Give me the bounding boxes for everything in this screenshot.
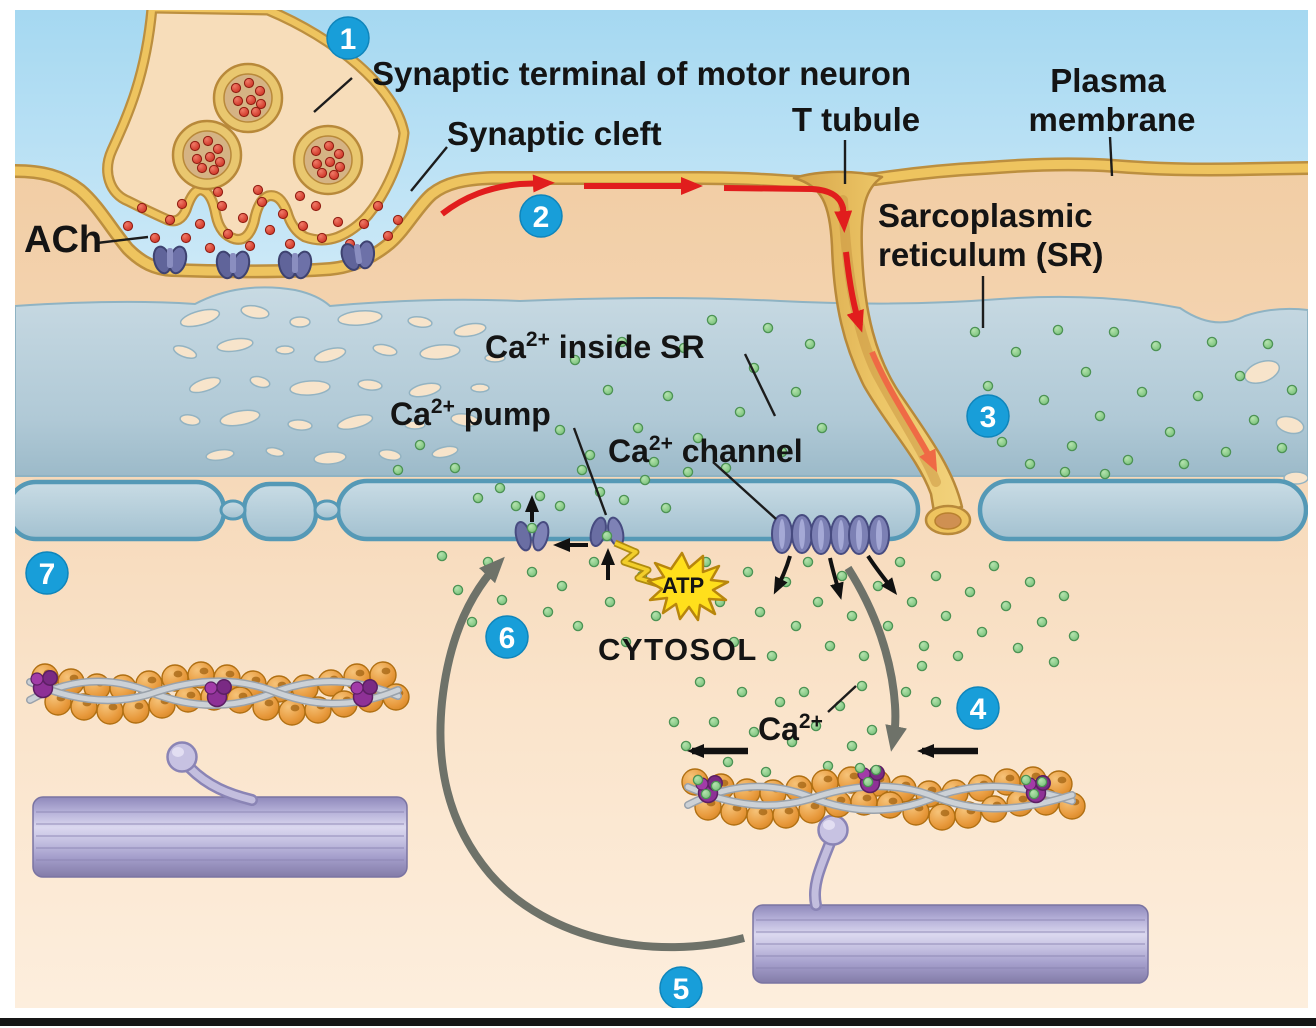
step-badge-6: 6 (485, 615, 529, 659)
calcium-pumps (514, 495, 625, 580)
synaptic-vesicle (292, 124, 364, 196)
label-ca-channel: Ca2+ channel (608, 432, 803, 469)
sr-fenestrations (172, 304, 1309, 485)
cycle-arrows (436, 556, 907, 952)
atp-starburst-icon (646, 551, 730, 622)
label-plasma-membrane-line2: membrane (1029, 101, 1196, 138)
leader-synaptic-terminal (313, 77, 353, 113)
sarcoplasmic-reticulum (5, 286, 1309, 542)
label-ca-pump: Ca2+ pump (390, 395, 551, 432)
label-sarcoplasmic-reticulum-line2: reticulum (SR) (878, 236, 1104, 273)
calcium-pump (514, 521, 550, 552)
label-ca-cytosol: Ca2+ (758, 710, 823, 747)
label-ach: ACh (24, 219, 102, 261)
atp-energy: ATP (613, 539, 730, 622)
svg-text:7: 7 (39, 558, 56, 591)
svg-text:5: 5 (673, 973, 690, 1006)
myofilaments-relaxed (26, 661, 410, 878)
atp-label: ATP (662, 573, 704, 598)
calcium-to-filament-arrow (844, 565, 907, 752)
actin-thin-filament (681, 762, 1086, 831)
leader-ca-cytosol (827, 685, 857, 713)
myosin-thick-filament (32, 796, 408, 878)
pump-transport-arrows (525, 495, 615, 580)
calcium-pump (589, 516, 625, 547)
svg-text:1: 1 (340, 23, 357, 56)
step-badges: 1 2 3 4 5 6 7 (25, 16, 1010, 1010)
svg-text:6: 6 (499, 622, 516, 655)
channel-release-arrows (773, 554, 898, 600)
myofilaments-contracting (681, 744, 1149, 984)
annotation-labels: Synaptic terminal of motor neuron Synapt… (24, 55, 1195, 747)
recycle-arrow (436, 556, 745, 952)
bottom-divider (0, 1018, 1316, 1026)
label-synaptic-cleft: Synaptic cleft (447, 115, 662, 152)
step-badge-2: 2 (519, 194, 563, 238)
label-ca-inside-sr: Ca2+ inside SR (485, 328, 705, 365)
label-sarcoplasmic-reticulum-line1: Sarcoplasmic (878, 197, 1093, 234)
leader-ca-pump (572, 427, 608, 516)
synaptic-vesicle (171, 119, 243, 191)
step-badge-3: 3 (966, 394, 1010, 438)
plasma-membrane-band (8, 157, 1315, 279)
synaptic-vesicle (212, 62, 284, 134)
leader-synaptic-cleft (410, 146, 448, 192)
action-potential-arrows (440, 174, 938, 473)
label-cytosol: CYTOSOL (598, 632, 758, 667)
step-badge-5: 5 (659, 966, 703, 1010)
svg-text:3: 3 (980, 401, 997, 434)
calcium-channels (771, 514, 898, 600)
label-t-tubule: T tubule (792, 101, 920, 138)
svg-text:4: 4 (970, 693, 987, 726)
myosin-head-detached (166, 741, 258, 806)
label-synaptic-terminal: Synaptic terminal of motor neuron (372, 55, 911, 92)
step-badge-1: 1 (326, 16, 370, 60)
leader-ca-channel (712, 461, 777, 520)
sr-terminal-cisternae (5, 478, 1309, 542)
step-badge-7: 7 (25, 551, 69, 595)
myosin-head-attached (809, 814, 849, 911)
t-tubule (792, 170, 972, 536)
svg-text:2: 2 (533, 201, 550, 234)
leader-ca-inside-sr (743, 353, 777, 417)
leader-plasma-membrane (1108, 136, 1114, 177)
actin-thin-filament (26, 661, 410, 726)
step-badge-4: 4 (956, 686, 1000, 730)
label-plasma-membrane-line1: Plasma (1050, 62, 1166, 99)
leader-ach (96, 235, 149, 245)
